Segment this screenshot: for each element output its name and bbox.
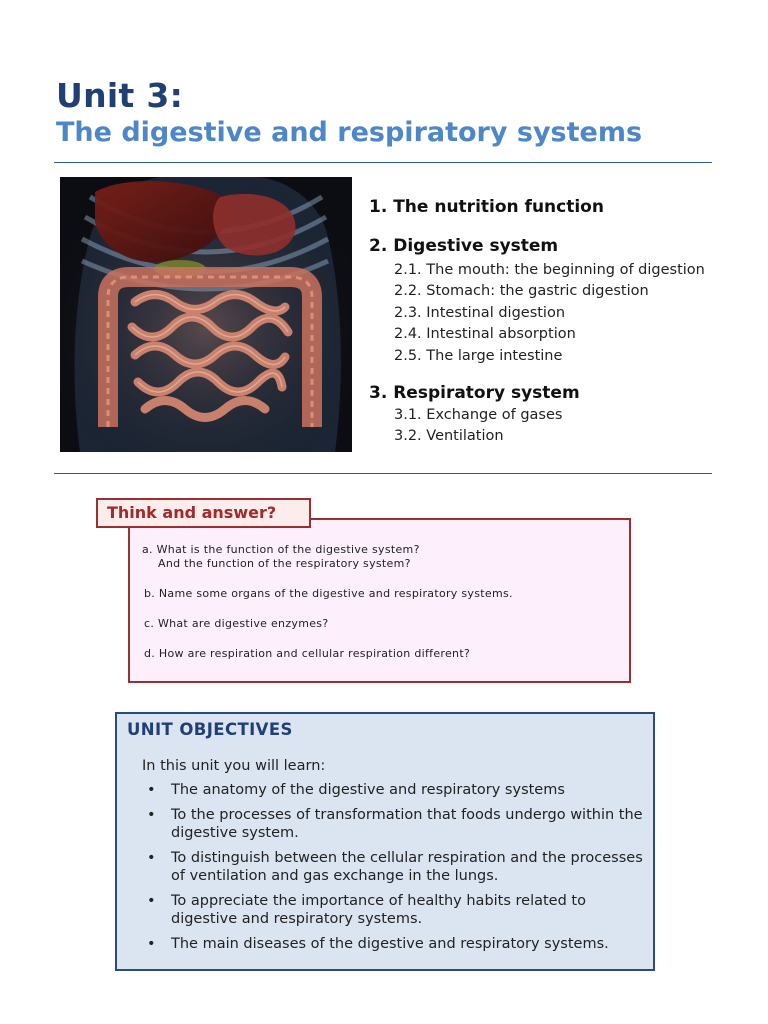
toc-item: 2.3. Intestinal digestion (394, 304, 566, 321)
question-a: a. What is the function of the digestive… (142, 543, 420, 556)
objectives-intro: In this unit you will learn: (142, 758, 326, 774)
question-a-continued: And the function of the respiratory syst… (158, 557, 411, 570)
objectives-title: UNIT OBJECTIVES (127, 720, 293, 739)
unit-title: Unit 3: (56, 76, 184, 115)
think-and-answer-box: a. What is the function of the digestive… (128, 518, 631, 683)
toc-item: 2.1. The mouth: the beginning of digesti… (394, 262, 705, 278)
objective-item: The main diseases of the digestive and r… (147, 935, 647, 953)
question-d: d. How are respiration and cellular resp… (144, 647, 471, 660)
objective-item: The anatomy of the digestive and respira… (147, 781, 647, 799)
question-c: c. What are digestive enzymes? (144, 617, 329, 630)
think-and-answer-label: Think and answer? (96, 498, 311, 528)
digestive-anatomy-illustration (60, 177, 352, 452)
objectives-list: The anatomy of the digestive and respira… (147, 781, 647, 960)
bottom-divider (54, 473, 712, 474)
toc-item: 2.5. The large intestine (394, 347, 563, 364)
objective-item: To appreciate the importance of healthy … (147, 892, 647, 928)
contents-list: 1. The nutrition function 2. Digestive s… (369, 196, 749, 448)
objective-item: To distinguish between the cellular resp… (147, 849, 647, 885)
toc-item: 3.1. Exchange of gases (394, 407, 563, 424)
top-divider (54, 162, 712, 163)
toc-section-respiratory: 3. Respiratory system (369, 383, 580, 404)
question-b: b. Name some organs of the digestive and… (144, 587, 513, 600)
unit-objectives-box: UNIT OBJECTIVES In this unit you will le… (115, 712, 655, 971)
objective-item: To the processes of transformation that … (147, 806, 647, 842)
toc-item: 3.2. Ventilation (394, 428, 504, 445)
toc-item: 2.4. Intestinal absorption (394, 326, 576, 343)
unit-subtitle: The digestive and respiratory systems (56, 117, 643, 148)
toc-section-digestive: 2. Digestive system (369, 236, 559, 256)
toc-section-nutrition: 1. The nutrition function (369, 197, 604, 217)
toc-item: 2.2. Stomach: the gastric digestion (394, 283, 649, 300)
